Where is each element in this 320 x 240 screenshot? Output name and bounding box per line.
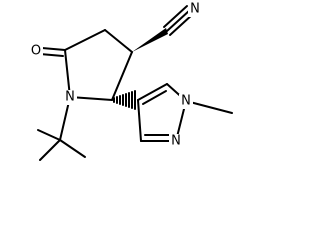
bond-tbu-me2 bbox=[39, 139, 61, 161]
bond-c5-c4 bbox=[64, 29, 106, 51]
bond-n1-c5 bbox=[64, 49, 71, 98]
pyrazole-n1-label: N bbox=[181, 94, 191, 109]
atom-ring-nitrogen: N bbox=[63, 90, 77, 105]
atom-pyrazole-n2: N bbox=[169, 134, 183, 149]
bond-tbu-me3 bbox=[59, 139, 86, 158]
bond-c4-c3 bbox=[104, 29, 133, 53]
bond-cn-triple-3 bbox=[169, 13, 194, 36]
bond-c5-o-2 bbox=[39, 53, 64, 57]
atom-nitrile-nitrogen: N bbox=[188, 2, 202, 17]
atom-carbonyl-oxygen: O bbox=[29, 44, 43, 59]
molecule-drawing: N O N N N bbox=[29, 2, 233, 161]
bond-pz-n1-methyl bbox=[185, 100, 233, 114]
bond-cn-triple-1 bbox=[166, 9, 191, 32]
bond-c2-pyrazole-hash bbox=[113, 90, 136, 110]
bond-pz-c4-c5-inner bbox=[142, 90, 167, 105]
ring-nitrogen-label: N bbox=[65, 90, 75, 105]
bond-pz-c3-c4 bbox=[137, 99, 142, 142]
bond-c3-cn-wedge bbox=[132, 28, 168, 52]
bond-c5-o-1 bbox=[41, 47, 66, 51]
bond-cn-triple-2 bbox=[163, 5, 188, 28]
nitrile-nitrogen-label: N bbox=[190, 2, 200, 17]
atom-pyrazole-n1: N bbox=[179, 94, 193, 109]
bond-c3-c2 bbox=[111, 51, 133, 101]
pyrazole-n2-label: N bbox=[171, 134, 181, 149]
bond-tbu-me1 bbox=[37, 129, 61, 141]
bond-pz-c4-c5 bbox=[137, 83, 168, 101]
structure-svg: N O N N N bbox=[29, 2, 233, 161]
carbonyl-oxygen-label: O bbox=[31, 44, 41, 59]
